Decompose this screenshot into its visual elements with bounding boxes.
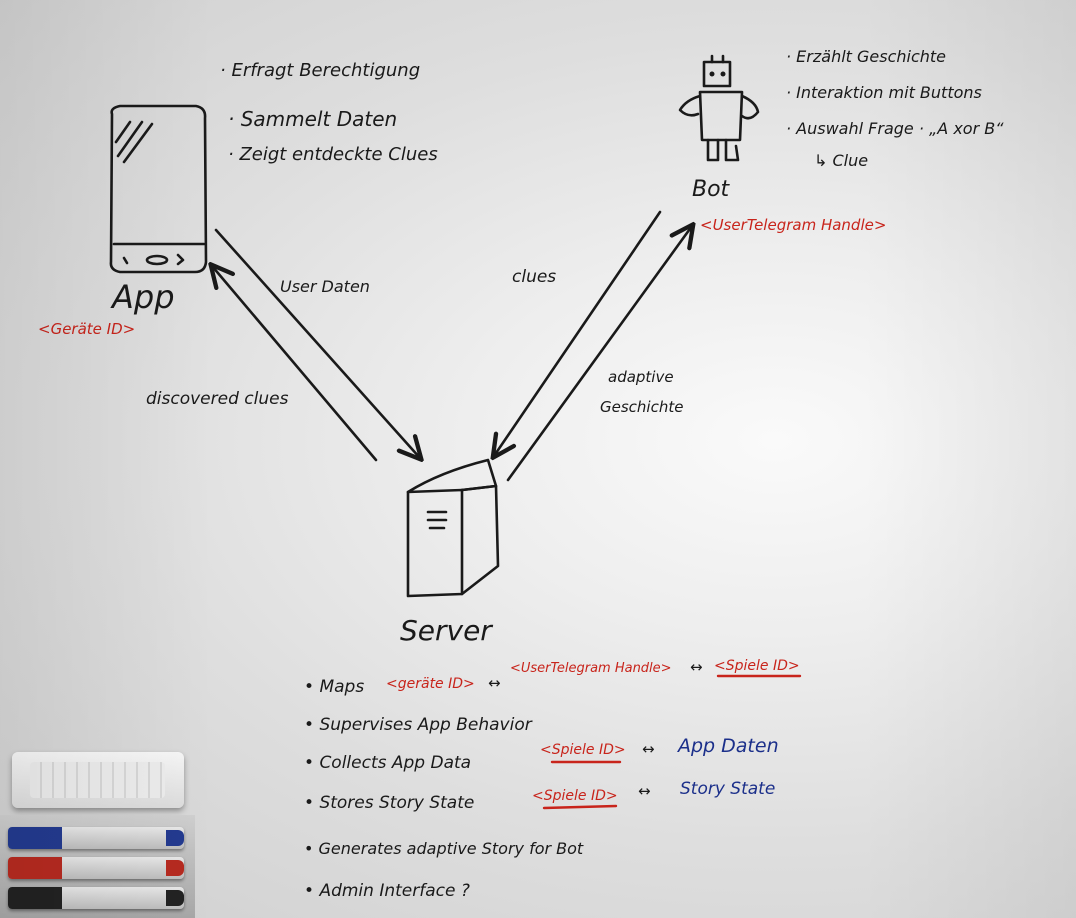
app-note-3: · Zeigt entdeckte Clues	[228, 144, 438, 165]
note-stores-spiele-id: <Spiele ID>	[532, 788, 618, 804]
note-stores: • Stores Story State	[304, 793, 474, 813]
bot-note-1: · Erzählt Geschichte	[786, 47, 946, 66]
note-maps-arrow-2: ↔	[690, 658, 703, 676]
bot-id-tag: <UserTelegram Handle>	[700, 216, 886, 234]
arrow-server-to-app	[212, 266, 378, 462]
note-maps: • Maps	[304, 677, 364, 697]
note-maps-spiele-id: <Spiele ID>	[714, 658, 800, 674]
arrow-app-to-server	[214, 228, 420, 458]
marker-tray	[0, 815, 195, 918]
note-maps-arrow-1: ↔	[488, 674, 501, 692]
server-icon	[406, 458, 500, 598]
note-collects-app-daten: App Daten	[676, 735, 779, 757]
note-generates: • Generates adaptive Story for Bot	[304, 839, 584, 858]
arrow-server-to-bot	[506, 226, 692, 482]
note-stores-arrow: ↔	[638, 782, 651, 800]
underline-spiele-id-3	[542, 804, 618, 810]
phone-icon	[109, 104, 208, 274]
bot-note-2: · Interaktion mit Buttons	[786, 83, 982, 102]
note-collects: • Collects App Data	[304, 753, 471, 773]
note-admin: • Admin Interface ?	[304, 881, 470, 901]
arrow-bot-to-server	[494, 210, 662, 456]
eraser	[12, 752, 184, 808]
note-supervises: • Supervises App Behavior	[304, 715, 533, 735]
app-note-1: · Erfragt Berechtigung	[220, 60, 420, 81]
bot-label: Bot	[692, 177, 731, 202]
edge-label-geschichte: Geschichte	[600, 398, 683, 416]
edge-label-user-daten: User Daten	[280, 277, 370, 296]
app-label: App	[110, 278, 175, 316]
edge-label-adaptive: adaptive	[608, 368, 674, 386]
app-note-2: · Sammelt Daten	[228, 107, 397, 131]
app-id-tag: <Geräte ID>	[38, 320, 135, 338]
black-marker	[8, 887, 184, 909]
edge-label-discovered-clues: discovered clues	[146, 389, 289, 409]
note-collects-arrow: ↔	[642, 740, 655, 758]
bot-note-3: · Auswahl Frage · „A xor B“	[786, 119, 1004, 138]
server-label: Server	[400, 614, 493, 647]
edge-label-clues: clues	[512, 267, 556, 287]
note-collects-spiele-id: <Spiele ID>	[540, 742, 626, 758]
blue-marker	[8, 827, 184, 849]
bot-sub-note: ↳ Clue	[814, 151, 868, 170]
server-notes: • Maps <geräte ID> ↔ <UserTelegram Handl…	[304, 658, 802, 901]
note-maps-telegram-handle: <UserTelegram Handle>	[510, 661, 672, 676]
note-maps-geraete-id: <geräte ID>	[386, 676, 475, 692]
red-marker	[8, 857, 184, 879]
robot-icon	[678, 54, 760, 162]
note-stores-story-state: Story State	[680, 779, 775, 799]
